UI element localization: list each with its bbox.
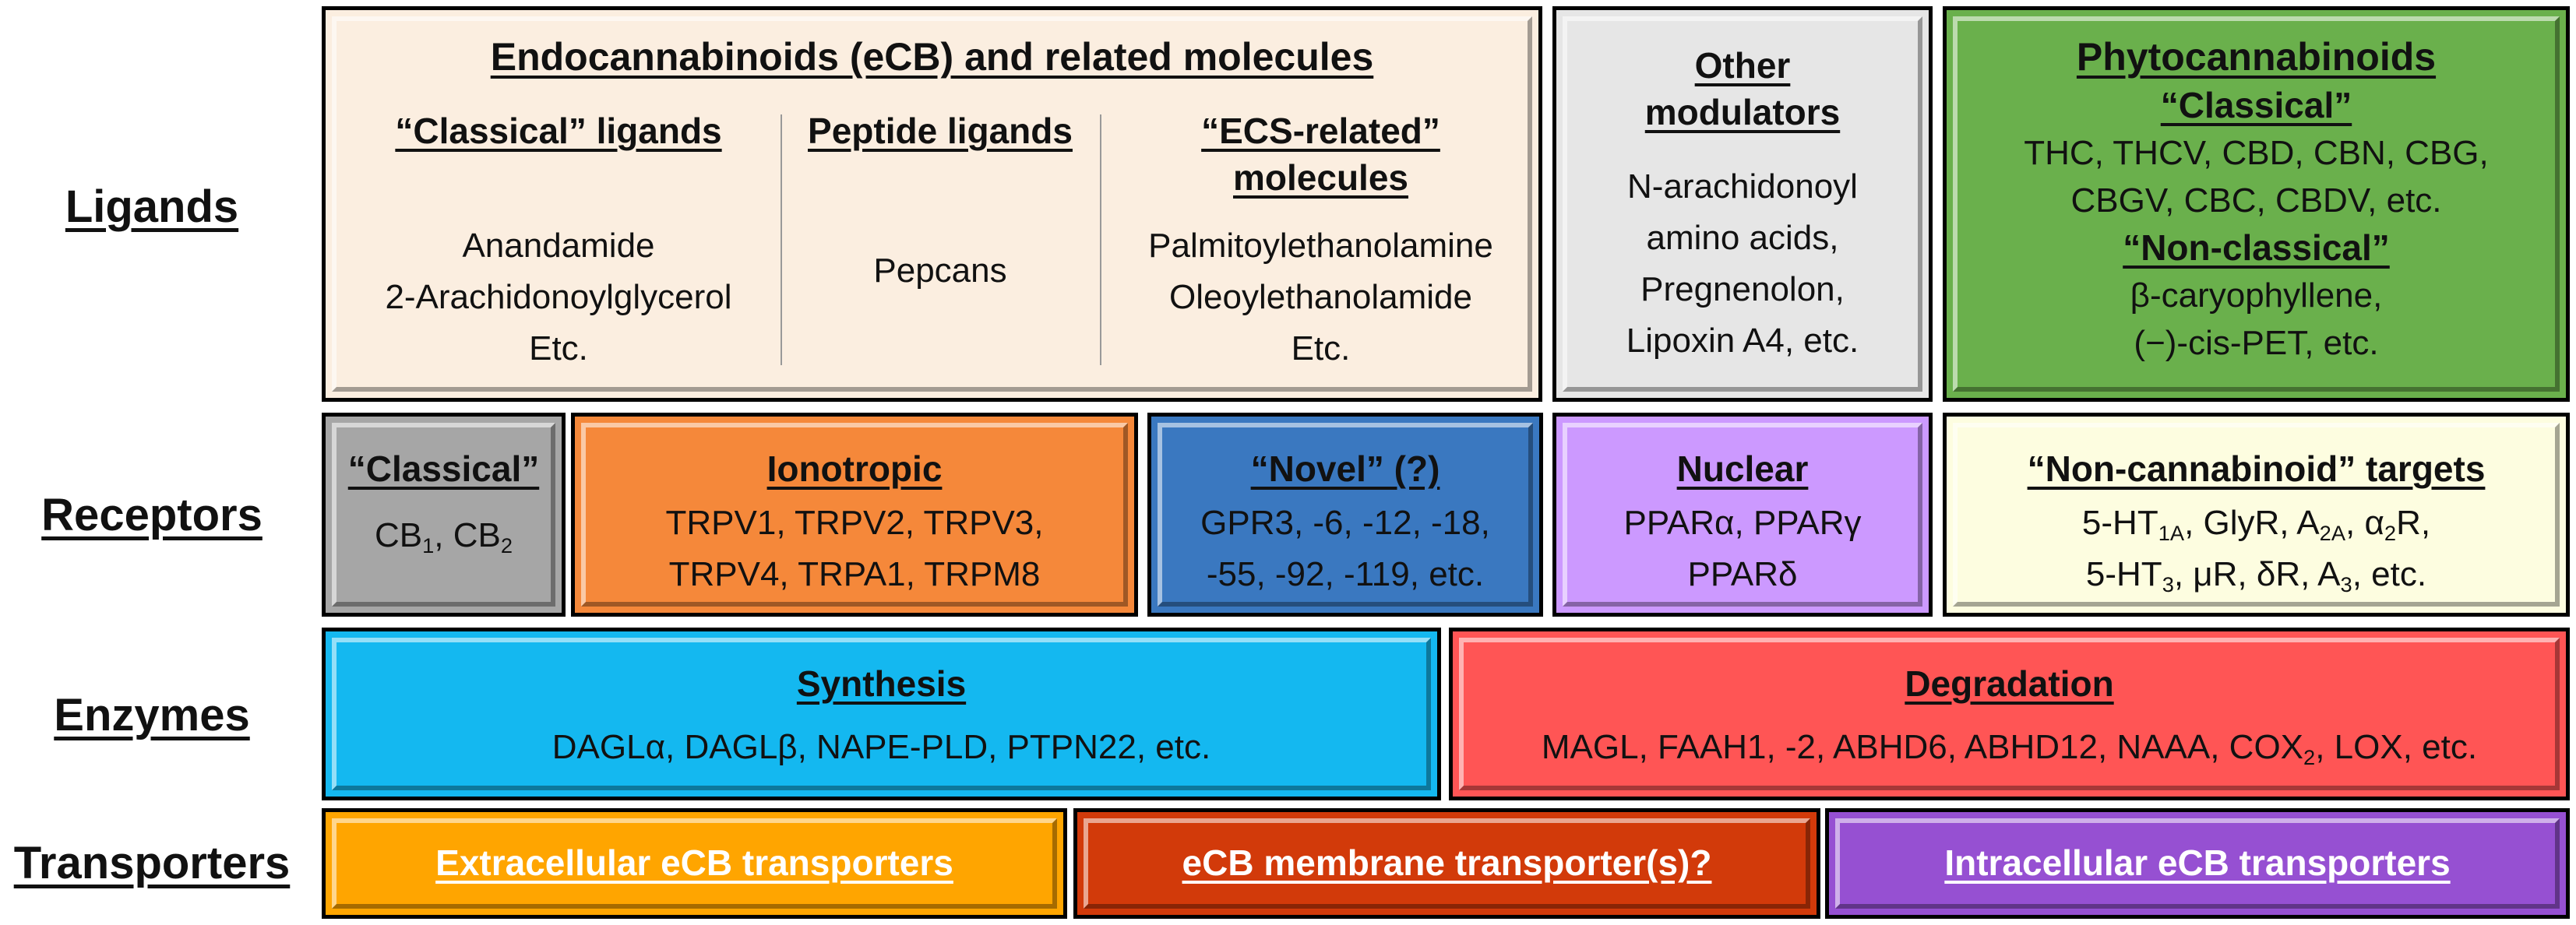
receptor-novel-item: GPR3, -6, -12, -18, <box>1200 503 1490 542</box>
noncb-text: 5-HT <box>2081 503 2158 542</box>
noncb-subscript: 1A <box>2158 520 2185 545</box>
noncb-text: , μR, δR, A <box>2173 554 2341 593</box>
transporter-extracellular-label: Extracellular eCB transporters <box>435 842 953 884</box>
receptor-classical-head: “Classical” <box>347 448 540 489</box>
ecb-divider-2 <box>1100 114 1101 365</box>
cb-sep: , CB <box>434 515 501 554</box>
noncb-text: , GlyR, A <box>2184 503 2320 542</box>
receptor-noncannabinoid-head: “Non-cannabinoid” targets <box>2027 448 2486 489</box>
other-modulators-head-2: modulators <box>1644 91 1841 132</box>
noncb-subscript: 3 <box>2162 572 2174 596</box>
ecb-classical-col: “Classical” ligands Anandamide 2-Arachid… <box>337 108 781 371</box>
phyto-classical-item: CBGV, CBC, CBDV, etc. <box>2070 181 2442 220</box>
receptor-noncannabinoid-line-1: 5-HT1A, GlyR, A2A, α2R, <box>2082 498 2430 549</box>
receptor-ionotropic-box: Ionotropic TRPV1, TRPV2, TRPV3, TRPV4, T… <box>571 413 1138 617</box>
noncb-text: , α <box>2345 503 2384 542</box>
phyto-nonclassical-item: (−)-cis-PET, etc. <box>2134 324 2379 363</box>
degradation-text: , LOX, etc. <box>2315 727 2478 766</box>
ecb-ecs-head-2: molecules <box>1233 157 1408 198</box>
receptor-nuclear-item: PPARδ <box>1687 554 1798 593</box>
ecb-ecs-item: Palmitoylethanolamine <box>1148 226 1493 265</box>
transporter-intracellular-box: Intracellular eCB transporters <box>1825 808 2570 919</box>
enzyme-degradation-head: Degradation <box>1905 663 2114 704</box>
ecb-ecs-head-1: “ECS-related” <box>1201 111 1440 151</box>
row-label-transporters: Transporters <box>13 838 291 888</box>
receptor-ionotropic-item: TRPV4, TRPA1, TRPM8 <box>668 554 1041 593</box>
phyto-classical-item: THC, THCV, CBD, CBN, CBG, <box>2024 133 2489 172</box>
ecb-peptide-col: Peptide ligands Pepcans <box>782 108 1098 371</box>
cb2-subscript: 2 <box>500 533 513 557</box>
receptor-nuclear-item: PPARα, PPARγ <box>1623 503 1862 542</box>
noncb-text: , etc. <box>2352 554 2427 593</box>
other-modulators-item: amino acids, <box>1646 218 1839 257</box>
other-modulators-item: Pregnenolon, <box>1640 269 1845 308</box>
receptor-novel-box: “Novel” (?) GPR3, -6, -12, -18, -55, -92… <box>1147 413 1543 617</box>
cb1-subscript: 1 <box>422 533 435 557</box>
receptor-nuclear-box: Nuclear PPARα, PPARγ PPARδ <box>1552 413 1933 617</box>
phyto-title: Phytocannabinoids <box>2076 35 2437 79</box>
noncb-text: 5-HT <box>2085 554 2162 593</box>
noncb-text: R, <box>2396 503 2431 542</box>
cox-subscript: 2 <box>2303 744 2316 769</box>
receptor-classical-box: “Classical” CB1, CB2 <box>322 413 566 617</box>
enzyme-synthesis-head: Synthesis <box>796 663 967 704</box>
phytocannabinoids-box: Phytocannabinoids “Classical” THC, THCV,… <box>1943 6 2570 402</box>
receptor-novel-head: “Novel” (?) <box>1250 448 1440 489</box>
row-label-receptors: Receptors <box>41 490 263 540</box>
ecb-ecs-item: Oleoylethanolamide <box>1169 277 1472 316</box>
ecb-box: Endocannabinoids (eCB) and related molec… <box>322 6 1542 402</box>
degradation-text: MAGL, FAAH1, -2, ABHD6, ABHD12, NAAA, CO… <box>1541 727 2304 766</box>
noncb-subscript: 3 <box>2340 572 2352 596</box>
enzyme-degradation-box: Degradation MAGL, FAAH1, -2, ABHD6, ABHD… <box>1449 628 2570 800</box>
receptor-ionotropic-item: TRPV1, TRPV2, TRPV3, <box>665 503 1044 542</box>
other-modulators-head-1: Other <box>1694 45 1791 86</box>
ecb-classical-item: 2-Arachidonoylglycerol <box>385 277 732 316</box>
ecb-ecs-col: “ECS-related” molecules Palmitoylethanol… <box>1101 108 1540 371</box>
transporter-intracellular-label: Intracellular eCB transporters <box>1944 842 2451 884</box>
phyto-nonclassical-head: “Non-classical” <box>2123 227 2390 268</box>
other-modulators-item: Lipoxin A4, etc. <box>1626 321 1859 360</box>
noncb-subscript: 2 <box>2384 520 2397 545</box>
row-label-ligands: Ligands <box>65 181 239 232</box>
ecb-divider-1 <box>781 114 782 365</box>
other-modulators-list: N-arachidonoyl amino acids, Pregnenolon,… <box>1626 161 1859 367</box>
phyto-nonclassical-item: β-caryophyllene, <box>2130 276 2383 315</box>
cb-text: CB <box>374 515 423 554</box>
receptor-classical-text: CB1, CB2 <box>375 510 513 561</box>
enzyme-synthesis-text: DAGLα, DAGLβ, NAPE-PLD, PTPN22, etc. <box>551 727 1211 766</box>
receptor-noncannabinoid-line-2: 5-HT3, μR, δR, A3, etc. <box>2086 549 2426 600</box>
transporter-membrane-label: eCB membrane transporter(s)? <box>1182 842 1712 884</box>
row-label-enzymes: Enzymes <box>54 690 250 740</box>
transporter-extracellular-box: Extracellular eCB transporters <box>322 808 1067 919</box>
receptor-novel-item: -55, -92, -119, etc. <box>1206 554 1485 593</box>
receptor-nuclear-head: Nuclear <box>1676 448 1809 489</box>
ecb-classical-list: Anandamide 2-Arachidonoylglycerol Etc. <box>385 220 731 375</box>
ecb-ecs-item: Etc. <box>1291 329 1351 368</box>
ecb-classical-item: Etc. <box>529 329 588 368</box>
ecb-peptide-head: Peptide ligands <box>808 111 1073 151</box>
enzyme-synthesis-box: Synthesis DAGLα, DAGLβ, NAPE-PLD, PTPN22… <box>322 628 1441 800</box>
other-modulators-box: Other modulators N-arachidonoyl amino ac… <box>1552 6 1933 402</box>
ecb-title: Endocannabinoids (eCB) and related molec… <box>490 35 1374 79</box>
ecb-classical-item: Anandamide <box>462 226 655 265</box>
receptor-noncannabinoid-box: “Non-cannabinoid” targets 5-HT1A, GlyR, … <box>1943 413 2570 617</box>
ecb-peptide-item: Pepcans <box>873 251 1007 290</box>
phyto-classical-head: “Classical” <box>2160 85 2352 125</box>
receptor-ionotropic-head: Ionotropic <box>766 448 943 489</box>
transporter-membrane-box: eCB membrane transporter(s)? <box>1073 808 1820 919</box>
noncb-subscript: 2A <box>2319 520 2346 545</box>
ecb-ecs-list: Palmitoylethanolamine Oleoylethanolamide… <box>1148 220 1493 375</box>
enzyme-degradation-text: MAGL, FAAH1, -2, ABHD6, ABHD12, NAAA, CO… <box>1542 722 2477 773</box>
other-modulators-item: N-arachidonoyl <box>1627 167 1858 206</box>
ecb-classical-head: “Classical” ligands <box>395 111 722 151</box>
